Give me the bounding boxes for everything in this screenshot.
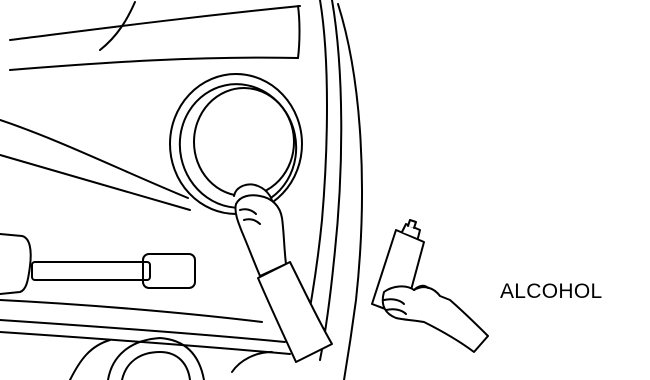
holding-hand: [383, 286, 488, 352]
headlamp-lens: [194, 88, 294, 196]
bumper-lip-2: [0, 332, 290, 354]
bumper-top-line: [0, 300, 262, 322]
fender-curve-2: [320, 0, 341, 360]
fender-curve-3: [338, 4, 362, 380]
fender-edge-top: [298, 6, 300, 58]
lower-opening-1: [70, 340, 110, 380]
grille-bar: [32, 262, 150, 280]
wiping-hand: [234, 184, 332, 362]
lower-opening-4: [232, 352, 272, 372]
fender-curve-1: [304, 0, 327, 340]
grille-bracket: [0, 234, 31, 294]
body-contour-inner: [0, 120, 188, 198]
wiping-sleeve: [258, 262, 332, 362]
front-bumper: [0, 234, 290, 380]
lower-opening-3: [122, 352, 190, 380]
bumper-lip-1: [0, 320, 285, 342]
hood-line-lower: [10, 58, 298, 70]
bottle-hand: [372, 220, 488, 352]
body-contour-mid: [0, 155, 190, 210]
hood-line-upper: [10, 6, 300, 40]
alcohol-label: ALCOHOL: [500, 280, 602, 304]
wiping-fist: [235, 195, 286, 276]
